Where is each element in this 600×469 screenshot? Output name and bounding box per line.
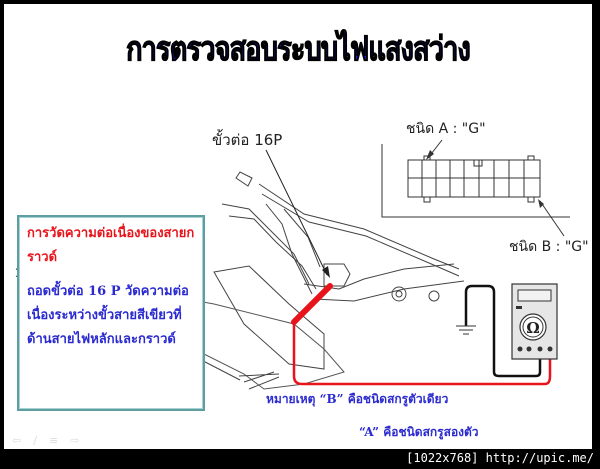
slide: การตรวจสอบระบบไฟแสงสว่าง <box>4 4 592 449</box>
bottom-bar <box>0 449 600 469</box>
instruction-textbox: การวัดความต่อเนื่องของสายกราวด์ ถอดขั้วต… <box>17 215 205 411</box>
menu-icon[interactable]: ≡ <box>48 434 59 447</box>
pen-icon[interactable]: ∕ <box>33 434 37 447</box>
type-b-label: ชนิด B : "G" <box>509 239 589 255</box>
slide-title: การตรวจสอบระบบไฟแสงสว่าง <box>126 28 472 68</box>
connector-inset <box>381 139 570 237</box>
slide-nav-toolbar: ⇦ ∕ ≡ ⇨ <box>12 434 79 447</box>
svg-text:Ω: Ω <box>526 319 539 337</box>
image-credit: [1022x768] http://upic.me/ <box>406 451 594 465</box>
motorcycle-wiring-diagram: Ω <box>15 139 570 390</box>
back-arrow-icon[interactable]: ⇦ <box>12 434 22 447</box>
type-a-label: ชนิด A : "G" <box>406 121 486 137</box>
instruction-heading: การวัดความต่อเนื่องของสายกราวด์ <box>27 226 195 265</box>
multimeter-icon: Ω <box>511 283 558 360</box>
ground-symbol-icon <box>456 325 476 335</box>
note-line-b: หมายเหตุ “B” คือชนิดสกรูตัวเดียว <box>266 392 449 406</box>
instruction-body: ถอดขั้วต่อ 16 P วัดความต่อเนื่องระหว่างข… <box>27 284 189 347</box>
forward-arrow-icon[interactable]: ⇨ <box>70 434 80 447</box>
note-line-a: “A” คือชนิดสกรูสองตัว <box>359 425 479 439</box>
connector-16p-label: ขั้วต่อ 16P <box>212 131 283 149</box>
